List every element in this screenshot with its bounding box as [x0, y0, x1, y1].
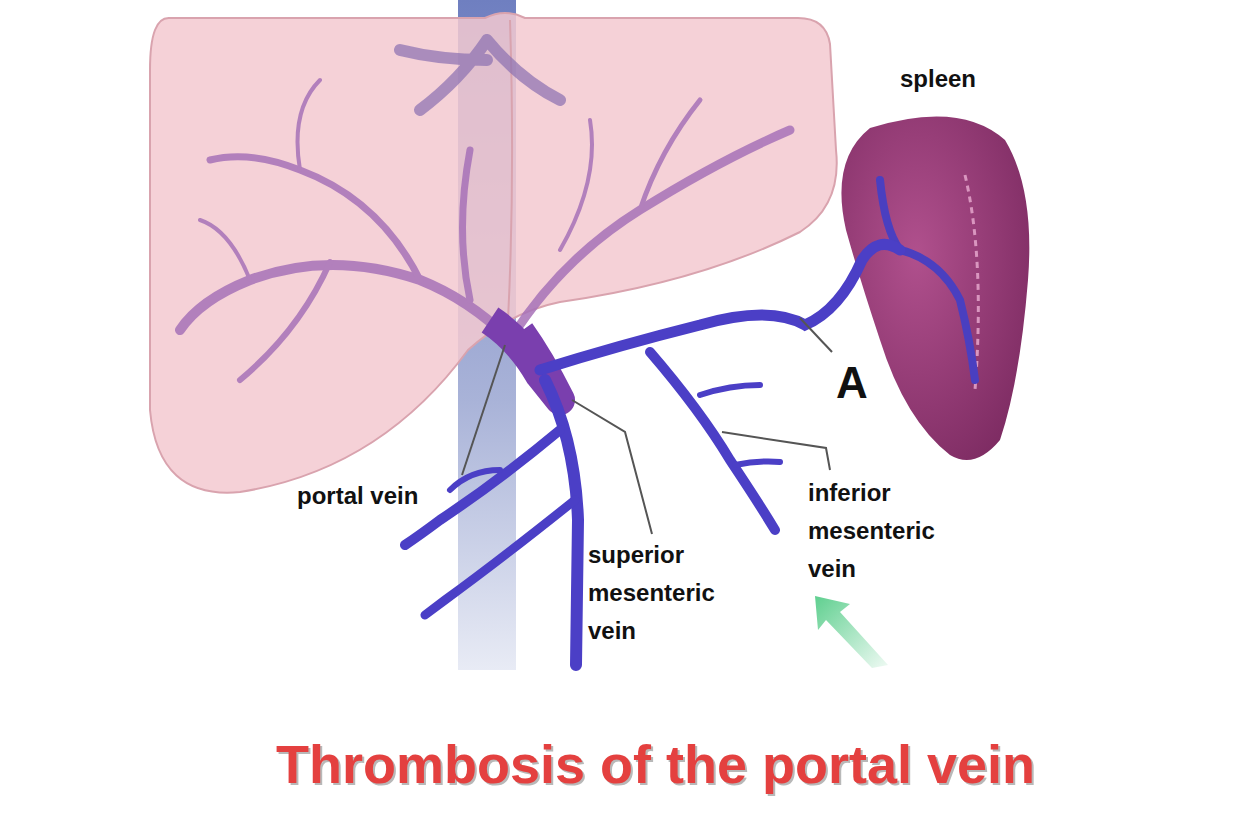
callout-letter: A — [836, 358, 896, 408]
leader-lines — [462, 318, 832, 534]
splenic-branch — [880, 180, 975, 380]
pointer-arrow — [815, 596, 888, 668]
vein-label: portal vein — [297, 477, 467, 515]
vein-label: inferior mesenteric vein — [808, 474, 958, 588]
vein-label: superior mesenteric vein — [588, 536, 738, 650]
splenic-vein — [540, 244, 900, 370]
figure-title: Thrombosis of the portal vein — [276, 732, 1035, 796]
portal-branches — [180, 80, 790, 380]
hepatic-veins — [400, 40, 560, 110]
inferior-mesenteric-vein — [650, 352, 780, 530]
spleen — [841, 116, 1029, 460]
superior-mesenteric-vein — [405, 380, 578, 665]
organ-label: spleen — [900, 60, 1040, 98]
liver — [150, 13, 837, 493]
